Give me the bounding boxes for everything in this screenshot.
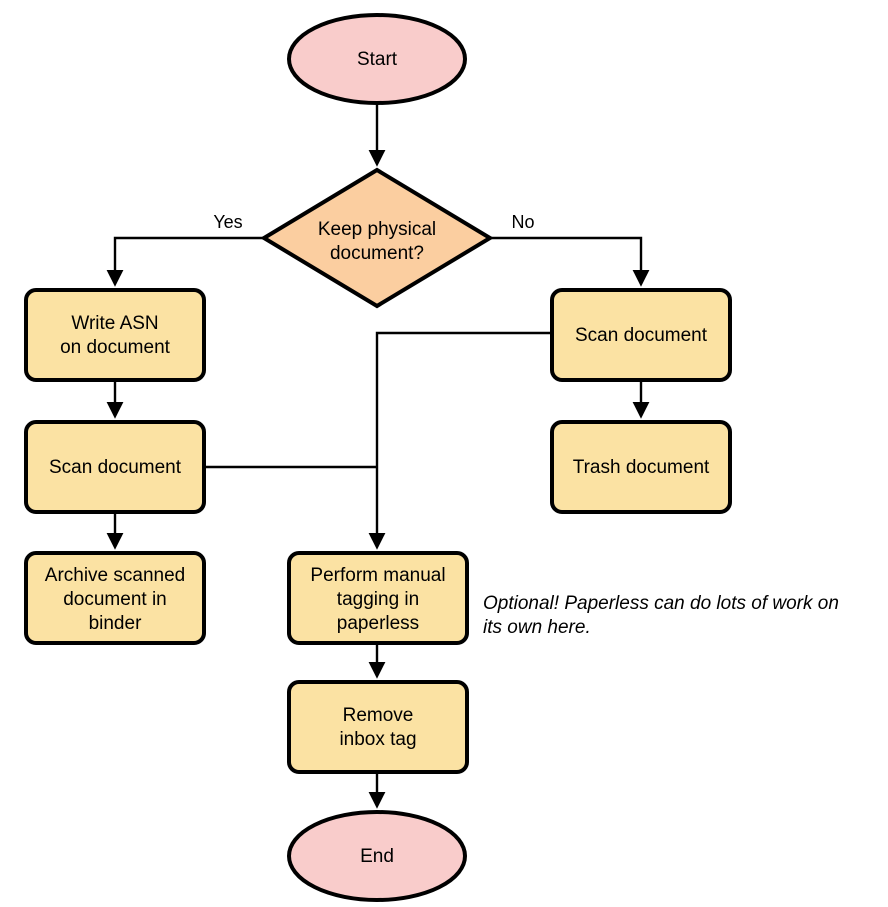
archive-label-line1: Archive scanned (45, 565, 185, 586)
manual-tagging-label-line2: tagging in (337, 589, 419, 610)
archive-label-line3: binder (89, 613, 142, 634)
edge-scan-right-to-manual-tagging (368, 331, 552, 550)
trash-label: Trash document (573, 457, 710, 478)
remove-inbox-box-shape (287, 680, 469, 774)
manual-tagging-box-shape (287, 551, 469, 645)
node-perform-manual-tagging[interactable]: Perform manual tagging in paperless (287, 551, 469, 645)
start-ellipse-shape (287, 13, 467, 105)
remove-inbox-label-line1: Remove (343, 705, 414, 726)
write-asn-label-line1: Write ASN (71, 313, 158, 334)
manual-tagging-label-line3: paperless (337, 613, 419, 634)
optional-note-line1: Optional! Paperless can do lots of work … (483, 593, 839, 614)
start-label: Start (357, 49, 398, 70)
node-decision-keep-physical-document[interactable]: Keep physical document? (260, 167, 494, 309)
decision-label-line1: Keep physical (318, 219, 436, 240)
annotation-optional-note: Optional! Paperless can do lots of work … (483, 593, 839, 638)
edge-label-yes: Yes (213, 212, 242, 232)
scan-right-box-shape (550, 288, 732, 382)
write-asn-box-shape (24, 288, 206, 382)
edge-layer (106, 103, 650, 809)
manual-tagging-label-line1: Perform manual (310, 565, 445, 586)
scan-left-box-shape (24, 420, 206, 514)
node-trash-document[interactable]: Trash document (550, 420, 732, 514)
edge-decision-yes (106, 236, 264, 287)
edge-decision-no (490, 236, 650, 287)
node-start[interactable]: Start (287, 13, 467, 105)
optional-note-line2: its own here. (483, 617, 591, 638)
node-scan-document-left[interactable]: Scan document (24, 420, 206, 514)
end-ellipse-shape (287, 810, 467, 902)
decision-diamond-shape (260, 167, 494, 309)
node-remove-inbox-tag[interactable]: Remove inbox tag (287, 680, 469, 774)
decision-label-line2: document? (330, 243, 424, 264)
write-asn-label-line2: on document (60, 337, 171, 358)
archive-box-shape (24, 551, 206, 645)
node-archive-scanned-document[interactable]: Archive scanned document in binder (24, 551, 206, 645)
edge-label-no: No (511, 212, 534, 232)
scan-left-label: Scan document (49, 457, 182, 478)
remove-inbox-label-line2: inbox tag (339, 729, 416, 750)
archive-label-line2: document in (63, 589, 167, 610)
end-label: End (360, 846, 394, 867)
scan-right-label: Scan document (575, 325, 708, 346)
node-scan-document-right[interactable]: Scan document (550, 288, 732, 382)
node-write-asn-on-document[interactable]: Write ASN on document (24, 288, 206, 382)
edge-label-layer: Yes No (213, 212, 534, 232)
node-end[interactable]: End (287, 810, 467, 902)
trash-box-shape (550, 420, 732, 514)
